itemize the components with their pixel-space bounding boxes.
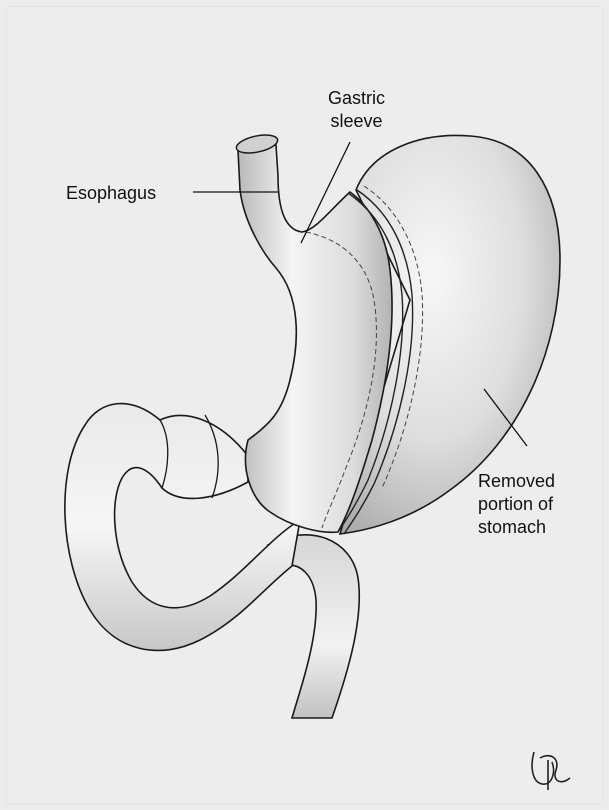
gastric-sleeve-label-line2: sleeve [328,110,385,133]
removed-portion-label-line1: Removed [478,470,555,493]
esophagus-label: Esophagus [66,182,156,205]
gastric-sleeve-label-line1: Gastric [328,87,385,110]
artist-signature [532,752,570,790]
removed-portion-label-line2: portion of [478,493,555,516]
gastric-sleeve-label: Gastric sleeve [328,87,385,133]
removed-portion-label-line3: stomach [478,516,555,539]
removed-portion-label: Removed portion of stomach [478,470,555,539]
